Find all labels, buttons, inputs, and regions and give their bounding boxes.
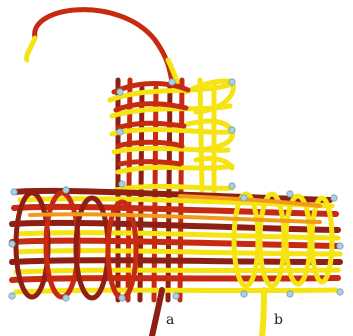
cord-a-label: a xyxy=(166,312,174,328)
pin xyxy=(119,181,125,187)
pin xyxy=(169,79,175,85)
pin xyxy=(229,183,235,189)
upper-right-yellow-loops xyxy=(186,80,233,200)
pin xyxy=(229,127,235,133)
pin xyxy=(63,295,69,301)
top-loop xyxy=(27,10,178,84)
pin xyxy=(337,289,343,295)
pin xyxy=(9,241,15,247)
pin xyxy=(11,189,17,195)
pin xyxy=(337,243,343,249)
pin xyxy=(287,191,293,197)
pin xyxy=(173,293,179,299)
cord-b-label: b xyxy=(274,312,283,328)
pin xyxy=(229,79,235,85)
pin xyxy=(119,295,125,301)
pin xyxy=(9,293,15,299)
pin xyxy=(331,195,337,201)
pin xyxy=(63,187,69,193)
pin xyxy=(241,291,247,297)
pin xyxy=(287,291,293,297)
pin xyxy=(241,195,247,201)
pin xyxy=(117,89,123,95)
pin xyxy=(117,129,123,135)
